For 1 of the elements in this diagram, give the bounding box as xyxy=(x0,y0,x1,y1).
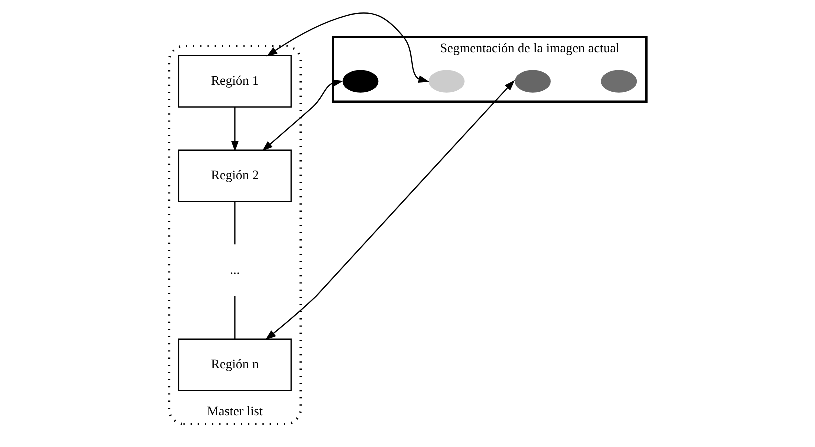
node-text: ... xyxy=(230,262,240,277)
